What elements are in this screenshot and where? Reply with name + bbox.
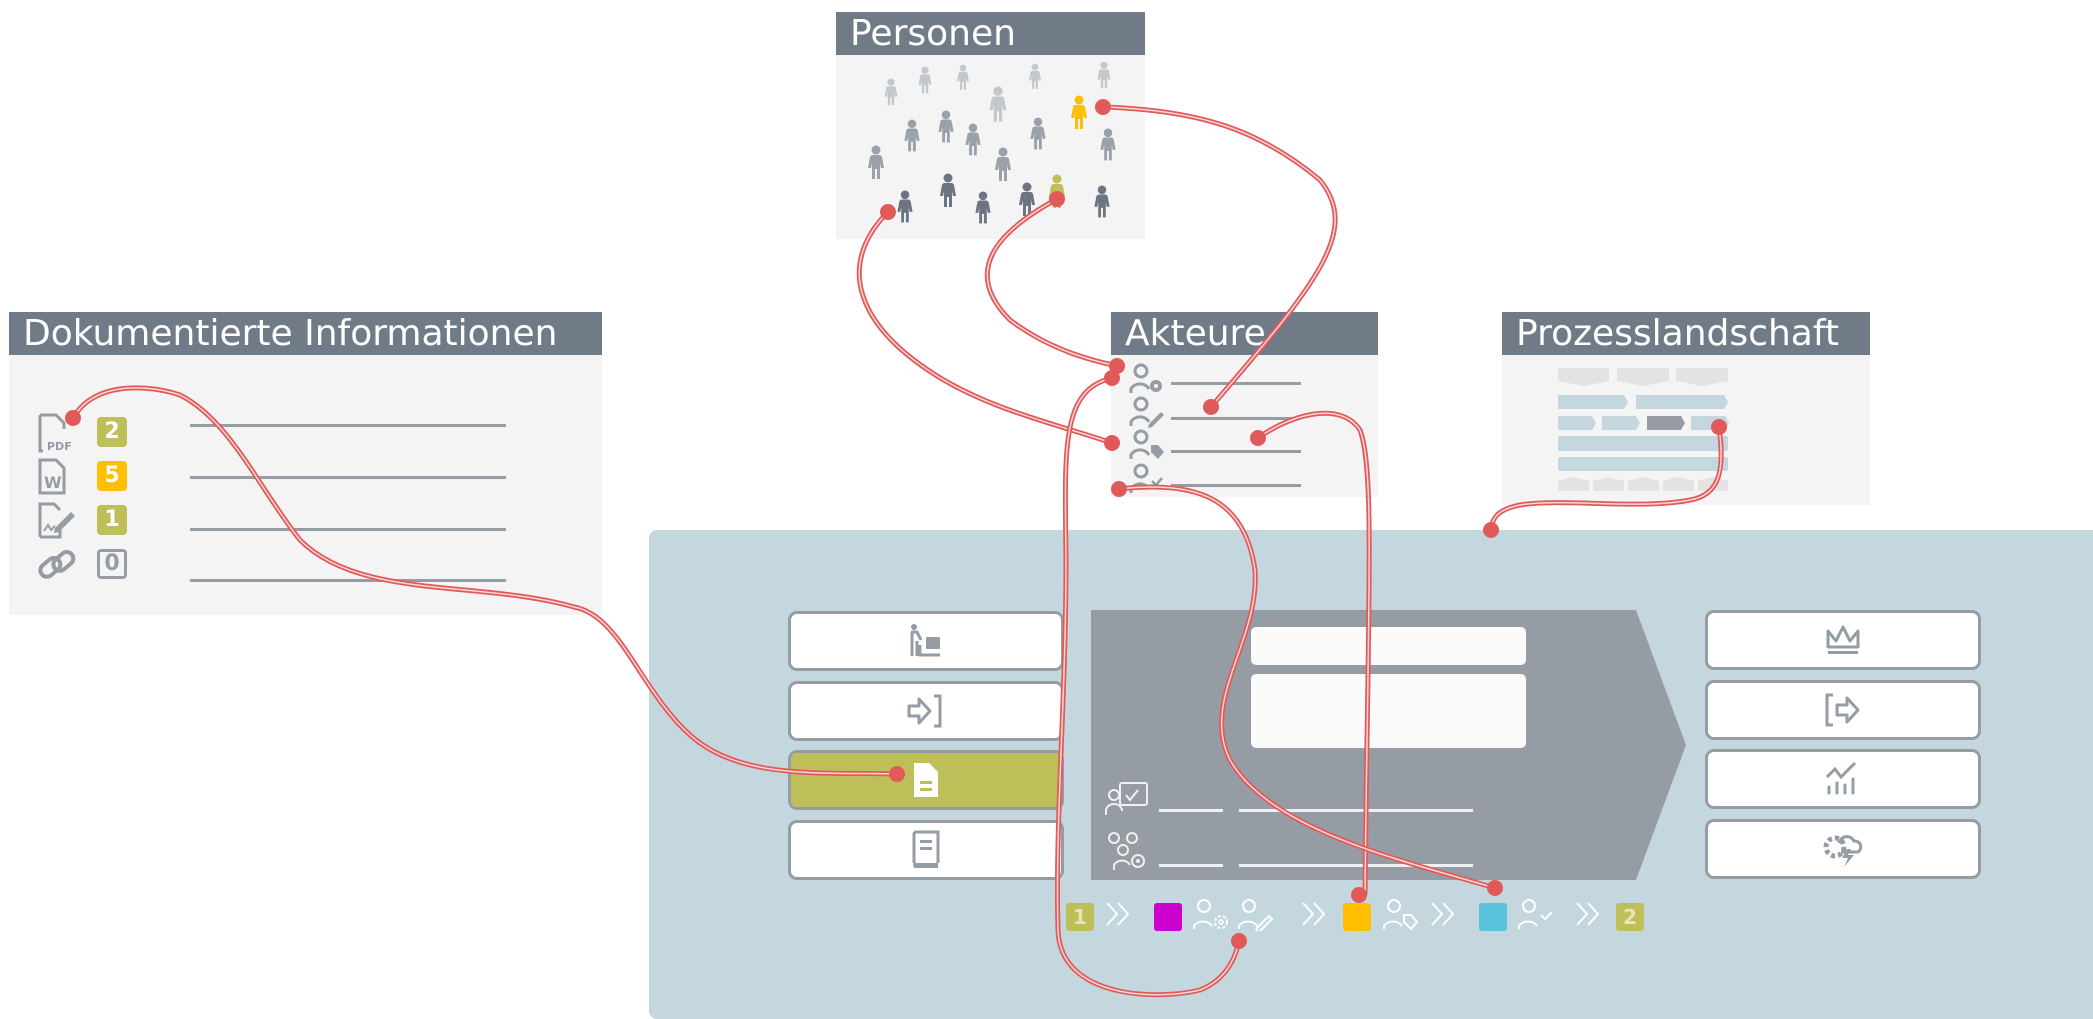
manual-button[interactable] — [788, 820, 1064, 880]
word-file-icon: W — [37, 458, 67, 496]
svg-text:W: W — [44, 473, 62, 492]
person-icon — [1019, 182, 1035, 216]
person-icon — [1029, 63, 1041, 89]
akteure-title: Akteure — [1125, 313, 1266, 354]
risks-button[interactable] — [1705, 819, 1981, 879]
participants-line — [1159, 864, 1223, 867]
prozess-title: Prozesslandschaft — [1516, 313, 1839, 354]
person-icon — [918, 66, 932, 94]
owner-line — [1159, 809, 1223, 812]
person-gear-icon — [1192, 897, 1234, 931]
person-icon — [1094, 185, 1110, 218]
person-tag-icon — [1382, 897, 1424, 931]
step-color-magenta[interactable] — [1154, 903, 1182, 931]
person-check-icon — [1129, 463, 1165, 495]
person-icon — [1071, 95, 1087, 129]
output-icon — [1825, 693, 1860, 727]
document-icon — [914, 763, 938, 797]
svg-text:PDF: PDF — [47, 440, 72, 453]
book-icon — [912, 830, 940, 869]
person-pencil-icon — [1129, 396, 1165, 428]
person-icon — [897, 190, 913, 223]
documents-button[interactable] — [788, 750, 1064, 810]
dokumente-title: Dokumentierte Informationen — [23, 313, 558, 354]
step-color-cyan[interactable] — [1479, 903, 1507, 931]
personen-body — [836, 55, 1145, 239]
resources-button[interactable] — [788, 611, 1064, 671]
double-chevron-icon — [1428, 897, 1458, 931]
step-end-badge: 2 — [1616, 903, 1644, 931]
input-button[interactable] — [788, 681, 1064, 741]
process-description-field[interactable] — [1251, 674, 1526, 748]
person-gear-icon — [1129, 363, 1165, 395]
akteure-header: Akteure — [1111, 312, 1378, 355]
process-owner-icon — [1104, 781, 1150, 817]
goals-button[interactable] — [1705, 610, 1981, 670]
person-icon — [1030, 117, 1046, 150]
akteur-line — [1171, 382, 1301, 385]
person-icon — [904, 119, 920, 152]
process-title-field[interactable] — [1251, 627, 1526, 665]
akteure-body — [1111, 355, 1378, 497]
double-chevron-icon — [1573, 897, 1603, 931]
dokumente-body: PDF 2 W 5 1 0 — [9, 355, 602, 615]
step-start-badge: 1 — [1066, 903, 1094, 931]
person-icon — [1097, 61, 1111, 89]
double-chevron-icon — [1103, 897, 1133, 931]
person-icon — [868, 145, 884, 179]
doc-line — [190, 476, 506, 479]
link-count-badge: 0 — [97, 549, 127, 579]
person-icon — [1100, 128, 1116, 161]
personen-header: Personen — [836, 12, 1145, 55]
owner-line — [1239, 809, 1473, 812]
word-count-badge: 5 — [97, 461, 127, 491]
person-icon — [1049, 174, 1065, 208]
doc-line — [190, 579, 506, 582]
people-crowd — [868, 61, 1116, 224]
crown-icon — [1826, 625, 1860, 654]
person-icon — [975, 191, 991, 224]
personen-title: Personen — [850, 13, 1016, 54]
person-check-icon — [1517, 897, 1559, 931]
person-icon — [884, 78, 898, 106]
person-tag-icon — [1129, 429, 1165, 461]
metrics-button[interactable] — [1705, 749, 1981, 809]
akteur-line — [1171, 417, 1301, 420]
person-icon — [965, 123, 981, 156]
participants-icon — [1104, 830, 1150, 872]
risk-icon — [1823, 835, 1863, 867]
double-chevron-icon — [1299, 897, 1329, 931]
step-color-yellow[interactable] — [1343, 903, 1371, 931]
akteur-line — [1171, 450, 1301, 453]
pdf-count-badge: 2 — [97, 417, 127, 447]
person-icon — [940, 173, 956, 207]
prozess-header: Prozesslandschaft — [1502, 312, 1870, 355]
doc-line — [190, 424, 506, 427]
person-icon — [989, 86, 1007, 122]
person-pencil-icon — [1237, 897, 1279, 931]
input-icon — [907, 694, 942, 728]
connector-line — [856, 210, 1113, 446]
signed-count-badge: 1 — [97, 505, 127, 535]
worker-cart-icon — [910, 624, 940, 657]
process-landscape-thumbnail — [1558, 368, 1729, 491]
person-icon — [938, 110, 954, 143]
signed-file-icon — [37, 502, 79, 540]
person-icon — [995, 147, 1011, 181]
participants-line — [1239, 864, 1473, 867]
pdf-file-icon: PDF — [37, 413, 77, 453]
person-icon — [957, 64, 969, 90]
akteur-line — [1171, 484, 1301, 487]
link-icon — [37, 547, 77, 583]
doc-line — [190, 528, 506, 531]
output-button[interactable] — [1705, 680, 1981, 740]
dokumente-header: Dokumentierte Informationen — [9, 312, 602, 355]
chart-icon — [1825, 761, 1857, 795]
prozess-body — [1502, 355, 1870, 505]
